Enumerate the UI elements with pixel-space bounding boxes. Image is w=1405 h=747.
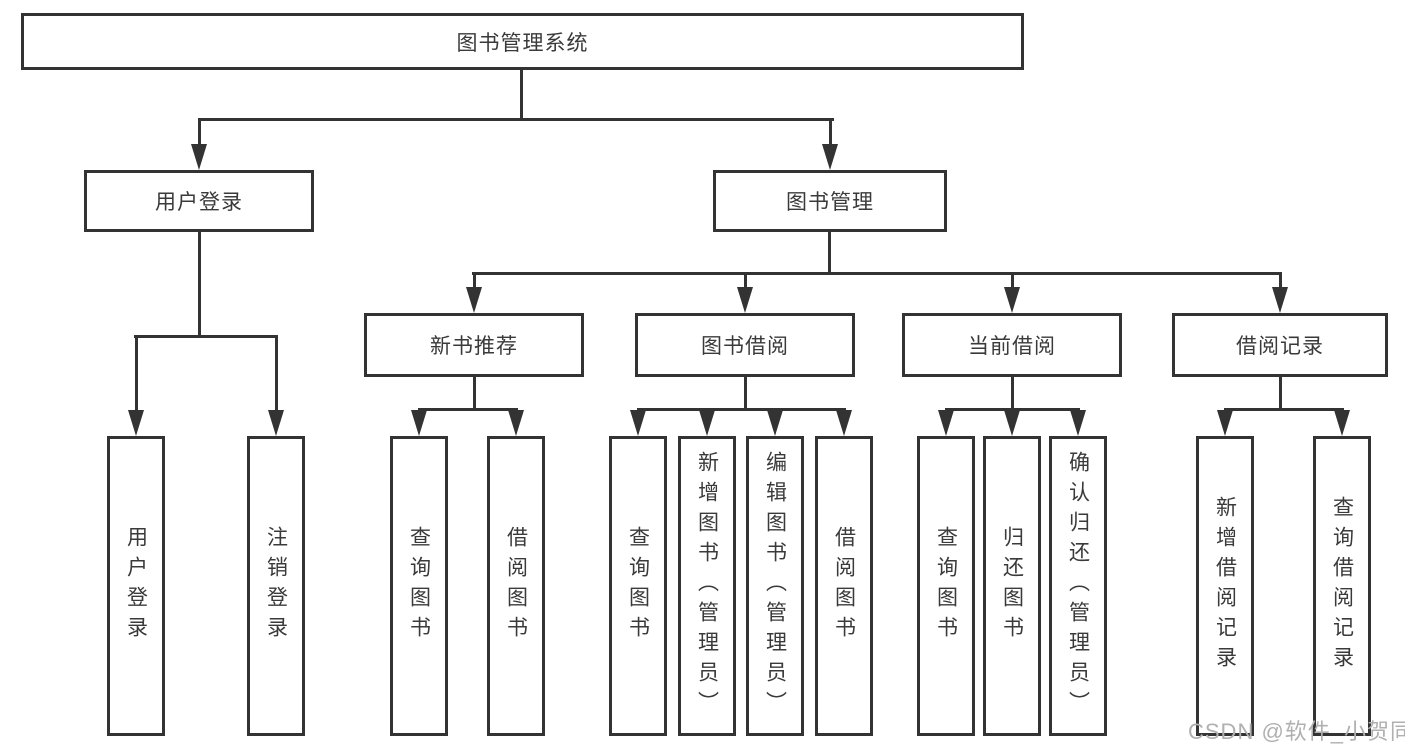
leaf-br-query-record: 查询借阅记录 (1313, 436, 1371, 736)
leaf-bb-borrow-books: 借阅图书 (815, 436, 873, 736)
node-label: 用户登录 (124, 526, 148, 646)
connector-bb-split (637, 408, 846, 411)
node-label: 借阅图书 (832, 526, 856, 646)
connector-book-management-stem (828, 232, 831, 272)
arrowhead-nbr-borrow (508, 410, 524, 436)
arrowhead-user-login (191, 144, 207, 170)
node-label: 新增借阅记录 (1213, 496, 1237, 676)
node-label: 查询图书 (407, 526, 431, 646)
arrowhead-cb-query (938, 410, 954, 436)
node-label: 图书借阅 (701, 335, 789, 358)
connector-level1-split (198, 118, 834, 121)
node-label: 借阅图书 (504, 526, 528, 646)
leaf-nbr-borrow-books: 借阅图书 (487, 436, 545, 736)
connector-root-stem (520, 68, 523, 118)
node-label: 查询图书 (934, 526, 958, 646)
arrowhead-bb-borrow (836, 410, 852, 436)
arrowhead-book-borrowing (737, 287, 753, 313)
leaf-bb-add-books-admin: 新增图书（管理员） (678, 436, 736, 736)
csdn-watermark: CSDN @软件_小贺同学 (1188, 719, 1405, 744)
arrowhead-borrowing-records (1272, 287, 1288, 313)
node-book-borrowing: 图书借阅 (635, 313, 855, 377)
leaf-cb-confirm-return-admin: 确认归还（管理员） (1049, 436, 1107, 736)
connector-drop-book-management (829, 118, 832, 146)
node-borrowing-records: 借阅记录 (1172, 313, 1388, 377)
leaf-br-add-record: 新增借阅记录 (1196, 436, 1254, 736)
leaf-cb-return-books: 归还图书 (983, 436, 1041, 736)
connector-cb-stem (1011, 377, 1014, 409)
node-label: 归还图书 (1000, 526, 1024, 646)
node-label: 确认归还（管理员） (1066, 451, 1090, 721)
node-label: 编辑图书（管理员） (763, 451, 787, 721)
arrowhead-bb-edit (767, 410, 783, 436)
leaf-nbr-query-books: 查询图书 (390, 436, 448, 736)
connector-drop-current-borrowing (1011, 272, 1014, 290)
arrowhead-leaf-user-login (128, 410, 144, 436)
leaf-user-login: 用户登录 (107, 436, 165, 736)
arrowhead-new-book-recommend (466, 287, 482, 313)
node-label: 当前借阅 (968, 335, 1056, 358)
node-label: 借阅记录 (1236, 335, 1324, 358)
connector-drop-leaf-logout (275, 335, 278, 412)
connector-nbr-split (418, 408, 518, 411)
connector-drop-borrowing-records (1279, 272, 1282, 290)
arrowhead-br-add (1217, 410, 1233, 436)
leaf-bb-query-books: 查询图书 (609, 436, 667, 736)
arrowhead-br-query (1334, 410, 1350, 436)
leaf-cb-query-books: 查询图书 (917, 436, 975, 736)
connector-nbr-stem (473, 377, 476, 409)
node-label: 用户登录 (155, 191, 243, 214)
node-new-book-recommend: 新书推荐 (364, 313, 584, 377)
connector-user-login-stem (198, 232, 201, 335)
connector-drop-leaf-user-login (135, 335, 138, 412)
node-label: 新增图书（管理员） (695, 451, 719, 721)
arrowhead-cb-return (1004, 410, 1020, 436)
node-label: 图书管理系统 (456, 31, 589, 55)
arrowhead-bb-add (699, 410, 715, 436)
connector-drop-user-login (198, 118, 201, 146)
connector-br-split (1224, 408, 1344, 411)
node-label: 注销登录 (264, 526, 288, 646)
connector-level2-split (472, 272, 1282, 275)
connector-bb-stem (744, 377, 747, 409)
arrowhead-leaf-logout (268, 410, 284, 436)
leaf-logout: 注销登录 (247, 436, 305, 736)
node-current-borrowing: 当前借阅 (902, 313, 1122, 377)
node-user-login-branch: 用户登录 (84, 170, 314, 232)
node-label: 查询借阅记录 (1330, 496, 1354, 676)
node-label: 图书管理 (786, 191, 874, 214)
connector-drop-book-borrowing (744, 272, 747, 290)
leaf-bb-edit-books-admin: 编辑图书（管理员） (746, 436, 804, 736)
arrowhead-nbr-query (411, 410, 427, 436)
node-book-management-branch: 图书管理 (713, 170, 947, 232)
node-label: 新书推荐 (430, 335, 518, 358)
connector-user-login-split (134, 335, 278, 338)
arrowhead-bb-query (630, 410, 646, 436)
node-root-library-management-system: 图书管理系统 (21, 13, 1024, 70)
connector-drop-new-book-recommend (473, 272, 476, 290)
arrowhead-current-borrowing (1004, 287, 1020, 313)
node-label: 查询图书 (626, 526, 650, 646)
arrowhead-cb-confirm (1070, 410, 1086, 436)
arrowhead-book-management (822, 144, 838, 170)
connector-br-stem (1279, 377, 1282, 409)
